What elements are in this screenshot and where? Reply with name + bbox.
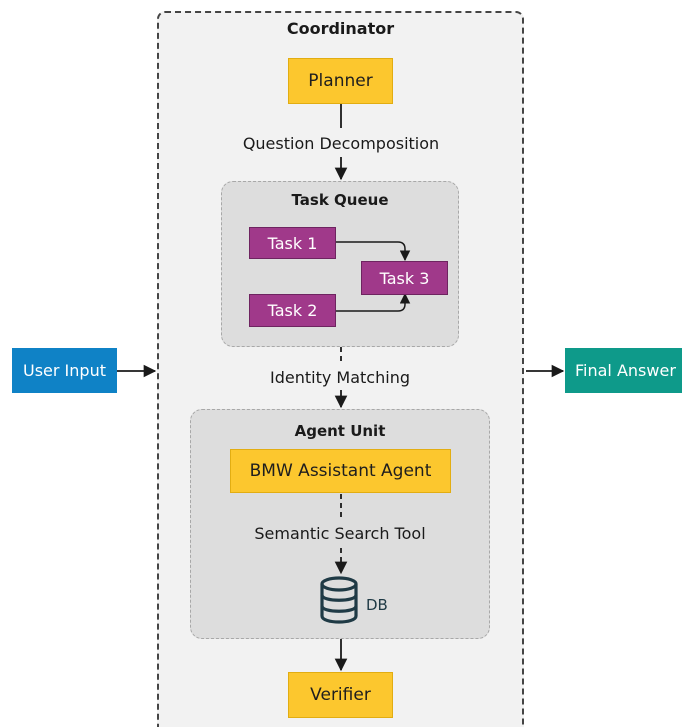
planner-node[interactable]: Planner (288, 58, 393, 104)
bmw-assistant-agent-node[interactable]: BMW Assistant Agent (230, 449, 451, 493)
edge-label-semantic-search-tool: Semantic Search Tool (252, 524, 428, 543)
coordinator-title: Coordinator (286, 19, 395, 38)
final-answer-node[interactable]: Final Answer (565, 348, 682, 393)
task-1-node[interactable]: Task 1 (249, 227, 336, 259)
db-label: DB (366, 596, 388, 614)
edge-label-question-decomposition: Question Decomposition (240, 134, 442, 153)
user-input-node[interactable]: User Input (12, 348, 117, 393)
edge-label-identity-matching: Identity Matching (268, 368, 412, 387)
task-queue-title: Task Queue (291, 191, 389, 209)
task-3-node[interactable]: Task 3 (361, 261, 448, 295)
agent-unit-title: Agent Unit (294, 422, 386, 440)
verifier-node[interactable]: Verifier (288, 672, 393, 718)
task-2-node[interactable]: Task 2 (249, 294, 336, 327)
database-icon (320, 576, 358, 624)
